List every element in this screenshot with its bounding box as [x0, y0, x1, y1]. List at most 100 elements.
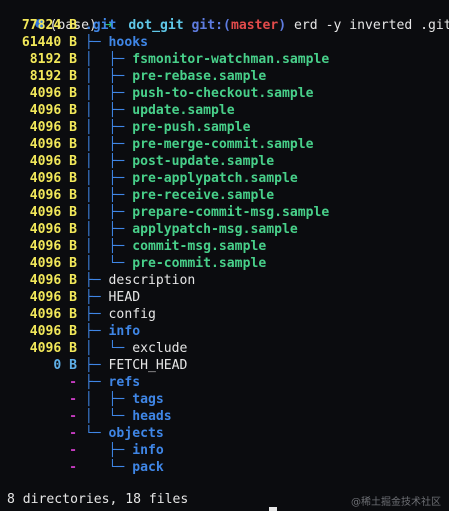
tree-branch-glyph: ├─ — [84, 273, 109, 288]
tree-branch-glyph: │ ├─ — [84, 188, 133, 203]
tree-branch-glyph: ├─ — [84, 358, 109, 373]
size-label: - — [69, 443, 77, 458]
tree-branch-glyph: │ ├─ — [84, 222, 133, 237]
command-text: erd -y inverted .git — [294, 18, 449, 33]
git-branch: master — [230, 18, 279, 33]
file-name: pre-applypatch.sample — [132, 171, 298, 186]
tree-branch-glyph: │ ├─ — [84, 137, 133, 152]
current-directory: dot_git — [128, 18, 184, 33]
file-name: push-to-checkout.sample — [132, 86, 314, 101]
directory-name: info — [108, 324, 141, 339]
tree-row: 4096 B │ ├─ update.sample — [3, 102, 449, 119]
conda-env: (base) — [49, 18, 97, 33]
size-label: - — [69, 426, 77, 441]
tree-branch-glyph: │ ├─ — [84, 239, 133, 254]
size-label: 4096 B — [29, 324, 77, 339]
tree-branch-glyph: │ └─ — [84, 341, 133, 356]
tree-branch-glyph: ├─ — [84, 443, 133, 458]
prompt-line: (base) ➜ dot_git git:(master) erd -y inv… — [3, 0, 449, 33]
tree-row: - └─ pack — [3, 459, 449, 476]
tree-row: 4096 B │ ├─ pre-push.sample — [3, 119, 449, 136]
tree-branch-glyph: │ ├─ — [84, 154, 133, 169]
size-label: 8192 B — [29, 52, 77, 67]
tree-row: 4096 B │ ├─ commit-msg.sample — [3, 238, 449, 255]
tree-row: 4096 B │ ├─ pre-merge-commit.sample — [3, 136, 449, 153]
tree-branch-glyph: │ ├─ — [84, 103, 133, 118]
branch-paren-open: ( — [223, 18, 231, 33]
tree-row: 61440 B ├─ hooks — [3, 34, 449, 51]
size-label: 77824 B — [21, 18, 77, 33]
directory-name: pack — [132, 460, 164, 475]
tree-branch-glyph: ├─ — [84, 307, 109, 322]
tree-row: - ├─ info — [3, 442, 449, 459]
tree-row: 4096 B │ ├─ applypatch-msg.sample — [3, 221, 449, 238]
size-label: 4096 B — [29, 86, 77, 101]
tree-row: - │ ├─ tags — [3, 391, 449, 408]
size-label: 4096 B — [29, 273, 77, 288]
tree-row: - ├─ refs — [3, 374, 449, 391]
size-label: 8192 B — [29, 69, 77, 84]
size-label: 4096 B — [29, 307, 77, 322]
file-name: pre-push.sample — [132, 120, 251, 135]
tree-row: 77824 B .git — [3, 17, 449, 34]
size-label: 4096 B — [29, 103, 77, 118]
tree-branch-glyph: │ └─ — [84, 256, 133, 271]
file-name: pre-rebase.sample — [132, 69, 267, 84]
tree-branch-glyph: │ └─ — [84, 409, 133, 424]
tree-branch-glyph: │ ├─ — [84, 205, 133, 220]
size-label: 4096 B — [29, 171, 77, 186]
tree-row: - └─ objects — [3, 425, 449, 442]
tree-branch-glyph: │ ├─ — [84, 171, 133, 186]
file-name: HEAD — [108, 290, 141, 305]
file-name: pre-receive.sample — [132, 188, 275, 203]
directory-name: .git — [84, 18, 117, 33]
size-label: 4096 B — [29, 154, 77, 169]
size-label: 4096 B — [29, 222, 77, 237]
terminal-cursor — [269, 507, 277, 511]
directory-name: info — [132, 443, 164, 458]
size-label: - — [69, 409, 77, 424]
tree-row: 4096 B ├─ info — [3, 323, 449, 340]
file-name: commit-msg.sample — [132, 239, 267, 254]
tree-row: 4096 B │ └─ exclude — [3, 340, 449, 357]
tree-branch-glyph: │ ├─ — [84, 69, 133, 84]
file-name: pre-commit.sample — [132, 256, 267, 271]
tree-branch-glyph: ├─ — [84, 324, 109, 339]
tree-row: 4096 B │ ├─ prepare-commit-msg.sample — [3, 204, 449, 221]
directory-name: tags — [132, 392, 164, 407]
tree-branch-glyph: │ ├─ — [84, 392, 133, 407]
tree-branch-glyph: │ ├─ — [84, 120, 133, 135]
tree-branch-glyph: ├─ — [84, 35, 109, 50]
directory-name: objects — [108, 426, 164, 441]
tree-branch-glyph: │ ├─ — [84, 52, 133, 67]
git-label: git: — [191, 18, 224, 33]
size-label: 4096 B — [29, 205, 77, 220]
prompt-arrow-icon: ➜ — [104, 18, 113, 33]
file-name: fsmonitor-watchman.sample — [132, 52, 330, 67]
watermark: @稀土掘金技术社区 — [351, 497, 441, 508]
tree-row: 4096 B │ ├─ push-to-checkout.sample — [3, 85, 449, 102]
file-name: post-update.sample — [132, 154, 275, 169]
tree-row: 4096 B │ └─ pre-commit.sample — [3, 255, 449, 272]
size-label: - — [69, 460, 77, 475]
size-label: 61440 B — [21, 35, 77, 50]
file-name: description — [108, 273, 196, 288]
tree-branch-glyph: ├─ — [84, 290, 109, 305]
tree-row: 4096 B │ ├─ pre-applypatch.sample — [3, 170, 449, 187]
file-name: pre-merge-commit.sample — [132, 137, 314, 152]
tree-row: - │ └─ heads — [3, 408, 449, 425]
tree-row: 0 B ├─ FETCH_HEAD — [3, 357, 449, 374]
tree-row: 4096 B │ ├─ pre-receive.sample — [3, 187, 449, 204]
tree-row: 8192 B │ ├─ fsmonitor-watchman.sample — [3, 51, 449, 68]
file-name: config — [108, 307, 156, 322]
size-label: 4096 B — [29, 290, 77, 305]
tree-branch-glyph: └─ — [84, 426, 109, 441]
file-name: update.sample — [132, 103, 235, 118]
file-name: FETCH_HEAD — [108, 358, 188, 373]
directory-name: hooks — [108, 35, 148, 50]
tree-branch-glyph: │ ├─ — [84, 86, 133, 101]
tree-branch-glyph: └─ — [84, 460, 133, 475]
directory-name: heads — [132, 409, 172, 424]
branch-paren-close: ) — [278, 18, 287, 33]
